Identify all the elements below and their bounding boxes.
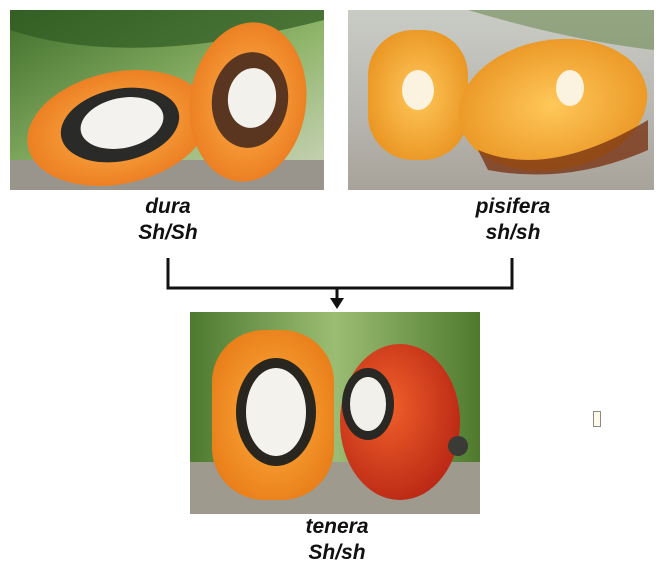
pisifera-genotype: sh/sh	[458, 220, 568, 246]
pisifera-fruit-cross-section-image	[348, 10, 654, 190]
tenera-name: tenera	[282, 514, 392, 540]
dura-fruit-photo	[10, 10, 324, 190]
pisifera-name: pisifera	[458, 194, 568, 220]
tenera-label: tenera Sh/sh	[282, 514, 392, 566]
pisifera-label: pisifera sh/sh	[458, 194, 568, 246]
dura-label: dura Sh/Sh	[118, 194, 218, 246]
pisifera-fruit-photo	[348, 10, 654, 190]
text-cursor-icon	[593, 411, 601, 427]
dura-fruit-cross-section-image	[10, 10, 324, 190]
tenera-fruit-cross-section-image	[190, 312, 480, 514]
dura-name: dura	[118, 194, 218, 220]
down-arrow-icon	[330, 298, 344, 309]
tenera-genotype: Sh/sh	[282, 540, 392, 566]
dura-genotype: Sh/Sh	[118, 220, 218, 246]
cross-connector-line	[168, 258, 512, 288]
tenera-fruit-photo	[190, 312, 480, 514]
